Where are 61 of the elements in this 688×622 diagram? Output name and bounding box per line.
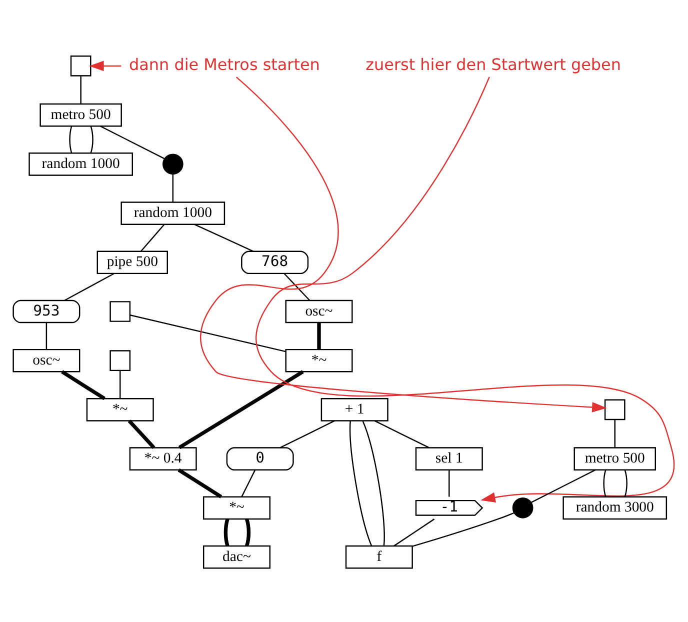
connector <box>280 420 335 448</box>
connector <box>244 518 251 546</box>
node-box: + 1 <box>320 398 388 421</box>
connector <box>178 370 304 449</box>
node-text: zuerst hier den Startwert geben <box>366 54 621 74</box>
connector <box>130 314 286 352</box>
node-box: random 3000 <box>562 496 668 520</box>
node-box: random 1000 <box>28 152 133 176</box>
connector <box>530 468 596 502</box>
node-box: osc~ <box>12 348 80 372</box>
node-box: 768 <box>241 250 309 274</box>
node-box <box>604 398 626 420</box>
connector <box>194 223 254 252</box>
connector <box>64 272 114 300</box>
connector <box>412 512 514 546</box>
node-box: 953 <box>12 299 80 323</box>
node-box: metro 500 <box>574 446 656 470</box>
node-box: pipe 500 <box>96 250 168 274</box>
connector <box>46 322 48 349</box>
node-box <box>110 300 131 322</box>
connector <box>624 469 628 496</box>
arrow <box>89 60 122 71</box>
connector <box>614 419 616 448</box>
connector <box>61 370 106 400</box>
connector <box>178 468 222 498</box>
connector <box>80 76 82 104</box>
connector <box>100 125 165 159</box>
node-box <box>110 350 131 371</box>
connector <box>172 174 174 202</box>
connector <box>128 419 156 448</box>
connector <box>120 370 121 398</box>
node-box: sel 1 <box>415 446 483 470</box>
connector <box>394 518 435 546</box>
arrow <box>200 76 607 412</box>
node-box: *~ 0.4 <box>129 446 197 470</box>
node-box: 0 <box>226 446 294 470</box>
connector <box>90 126 94 153</box>
connector <box>224 518 230 546</box>
connector <box>140 224 165 252</box>
node-circle <box>512 497 534 518</box>
node-circle <box>162 153 184 174</box>
arrow <box>256 76 674 502</box>
connector <box>448 469 450 496</box>
connector <box>69 126 72 153</box>
node-box: metro 500 <box>40 102 122 126</box>
connector <box>284 272 310 300</box>
node-box: *~ <box>86 398 154 421</box>
node-box: dac~ <box>202 544 270 568</box>
node-box: random 1000 <box>120 201 226 224</box>
node-box: *~ <box>202 496 270 520</box>
connector <box>603 469 606 496</box>
connector <box>317 322 321 349</box>
connector <box>349 420 372 546</box>
connector <box>374 420 430 448</box>
connector <box>241 469 256 497</box>
node-text: dann die Metros starten <box>129 54 320 74</box>
node-box: f <box>345 544 413 568</box>
node-box: osc~ <box>285 299 353 323</box>
connector <box>362 420 385 546</box>
node-box <box>70 55 92 76</box>
node-box: *~ <box>285 348 353 372</box>
